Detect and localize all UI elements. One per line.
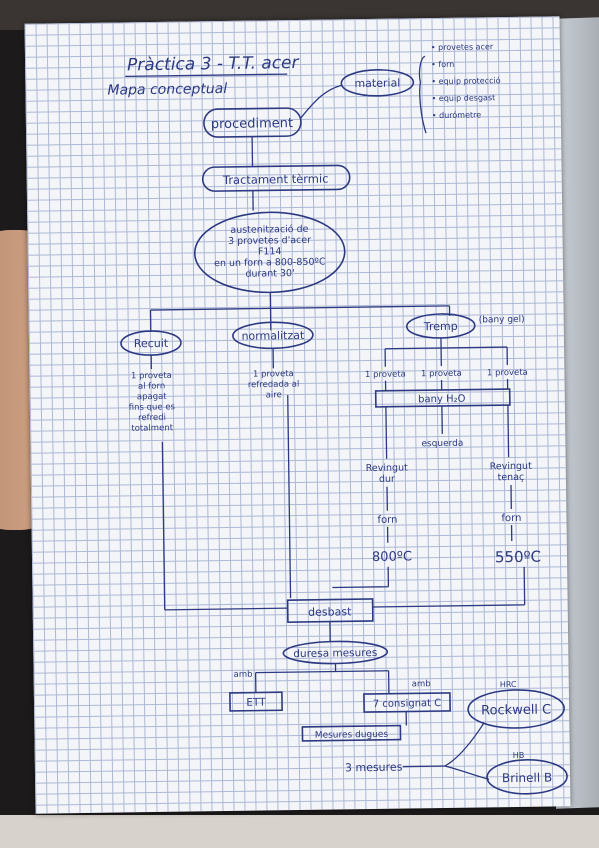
tres-mesures-label: 3 mesures bbox=[345, 761, 403, 775]
edge-800-desbast bbox=[332, 586, 389, 589]
branch-line bbox=[150, 305, 450, 311]
node-procediment-label: procediment bbox=[211, 116, 293, 132]
temp-tenac-label: 550ºC bbox=[495, 548, 541, 567]
recuit-desc-line: apagat bbox=[137, 392, 168, 402]
edge-3mesures bbox=[402, 765, 445, 768]
tremp-note: (bany gel) bbox=[479, 315, 525, 326]
austenitzacio-line: durant 30' bbox=[245, 268, 294, 280]
forn-dur-label: forn bbox=[377, 515, 397, 526]
edge-bany-revdur bbox=[385, 406, 388, 459]
normalitzat-desc-line: 1 proveta bbox=[253, 369, 294, 380]
page-title: Pràctica 3 - T.T. acer bbox=[127, 53, 300, 75]
material-list: • provetes acer • forn • equip protecció • … bbox=[431, 42, 501, 120]
recuit-desc-line: totalment bbox=[131, 423, 173, 434]
node-tractament-label: Tractament tèrmic bbox=[222, 172, 329, 187]
amb-left-label: amb bbox=[234, 670, 253, 680]
node-mesures-dugues-label: Mesures dugues bbox=[315, 730, 389, 741]
austenitzacio-line: en un forn a 800-850ºC bbox=[214, 257, 326, 270]
node-tremp-label: Tremp bbox=[423, 320, 458, 333]
notebook-page: Pràctica 3 - T.T. acer Mapa conceptual m… bbox=[24, 16, 571, 814]
hb-label: HB bbox=[513, 751, 525, 760]
edge-recuit-desbast bbox=[164, 607, 288, 611]
edge-norm-down bbox=[287, 395, 292, 599]
material-list-item: • equip desgast bbox=[432, 93, 496, 103]
recuit-desc-line: fins que es bbox=[129, 402, 176, 413]
austenitzacio-line: F114 bbox=[258, 246, 282, 257]
node-consignat bbox=[363, 692, 451, 713]
node-rockwell bbox=[467, 689, 565, 729]
edge-recuit-down bbox=[161, 441, 166, 610]
node-desbast-label: desbast bbox=[308, 605, 352, 619]
node-duresa-label: duresa mesures bbox=[293, 647, 377, 660]
austenitzacio-line: austenització de bbox=[230, 224, 308, 236]
node-material bbox=[340, 69, 415, 97]
material-list-item: • forn bbox=[431, 60, 454, 69]
material-list-item: • durómetre bbox=[432, 109, 482, 120]
normalitzat-desc-line: aire bbox=[266, 390, 282, 400]
edge-550-down bbox=[523, 566, 526, 605]
node-tractament bbox=[201, 164, 351, 192]
duresa-split-line bbox=[255, 670, 389, 674]
node-bany bbox=[374, 388, 511, 408]
node-austenitzacio-text: austenització de3 provetes d'acerF114en … bbox=[214, 224, 326, 280]
node-ett bbox=[229, 691, 283, 712]
node-procediment bbox=[203, 107, 302, 138]
node-recuit-label: Recuit bbox=[134, 337, 169, 350]
node-brinell bbox=[486, 759, 568, 795]
hrc-label: HRC bbox=[500, 680, 517, 689]
edge-proc-material bbox=[300, 84, 342, 119]
temp-dur-label: 800ºC bbox=[372, 549, 412, 565]
proveta-3-label: 1 proveta bbox=[487, 368, 528, 379]
recuit-desc-line: al forn bbox=[138, 381, 165, 391]
node-ett-label: ETT bbox=[246, 696, 266, 708]
node-consignat-label: 7 consignat C bbox=[373, 698, 442, 710]
forn-tenac-label: forn bbox=[501, 513, 521, 524]
recuit-desc-line: 1 proveta bbox=[131, 371, 172, 382]
revingut-dur-line: Revingut bbox=[366, 462, 409, 474]
node-bany-label: bany H₂O bbox=[418, 394, 466, 406]
edge-550-desbast bbox=[372, 604, 525, 608]
normalitzat-desc-line: refredada al bbox=[248, 379, 300, 390]
background-bottom bbox=[0, 815, 599, 848]
proveta-2-label: 1 proveta bbox=[421, 369, 462, 380]
material-brace bbox=[418, 55, 427, 134]
revingut-tenac-line: tenaç bbox=[497, 472, 524, 483]
concept-map: Pràctica 3 - T.T. acer Mapa conceptual m… bbox=[107, 42, 568, 795]
edge-bany-revtenac bbox=[507, 405, 510, 458]
node-rockwell-label: Rockwell C bbox=[481, 702, 551, 718]
title-underline bbox=[125, 73, 288, 78]
esquerda-label: esquerda bbox=[421, 439, 463, 450]
edge-3mesures-rockwell bbox=[444, 722, 485, 767]
edge-3mesures-brinell bbox=[444, 765, 490, 780]
proveta-1-label: 1 proveta bbox=[365, 369, 406, 380]
material-list-item: • provetes acer bbox=[431, 42, 494, 52]
node-normalitzat-label: normalitzat bbox=[241, 329, 305, 343]
recuit-desc-line: refredi bbox=[138, 413, 166, 423]
austenitzacio-line: 3 provetes d'acer bbox=[228, 235, 311, 247]
material-list-item: • equip protecció bbox=[431, 75, 500, 86]
node-material-label: material bbox=[354, 77, 400, 91]
revingut-dur-line: dur bbox=[379, 474, 395, 485]
node-brinell-label: Brinell B bbox=[502, 770, 552, 785]
tremp-split-line bbox=[385, 346, 508, 350]
node-mesures-dugues bbox=[301, 724, 402, 742]
amb-right-label: amb bbox=[412, 679, 431, 689]
revingut-tenac-line: Revingut bbox=[490, 461, 533, 473]
page-subtitle: Mapa conceptual bbox=[107, 81, 227, 99]
